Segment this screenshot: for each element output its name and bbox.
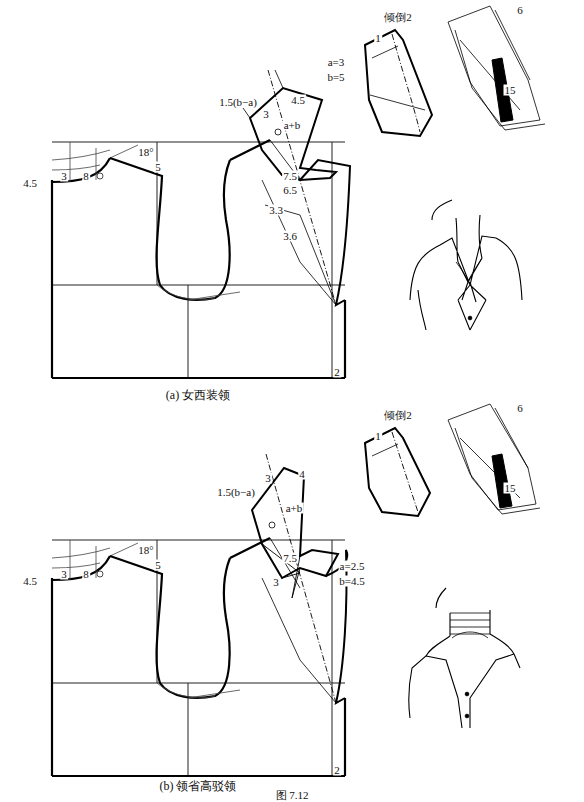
dimension-label: 6 (516, 5, 524, 16)
dimension-label: a+b (283, 120, 302, 131)
dimension-label: 6 (516, 403, 524, 414)
dimension-label: 7.5 (282, 171, 298, 182)
dimension-label: 4.5 (290, 95, 306, 106)
dimension-label: b=5 (326, 72, 345, 83)
dimension-label: 4.5 (22, 178, 38, 189)
dimension-label: a+b (285, 503, 304, 514)
dimension-label: 6.5 (282, 185, 298, 196)
dimension-label: 3 (272, 577, 280, 588)
dimension-label: a=2.5 (339, 561, 366, 572)
dimension-label: 3 (60, 171, 68, 182)
dimension-label: 3 (262, 109, 270, 120)
dimension-label: 15 (504, 483, 517, 494)
dimension-label: 倾倒2 (383, 12, 413, 23)
dimension-label: 18° (137, 147, 154, 158)
dimension-label: 4 (298, 469, 306, 480)
dimension-label: 15 (504, 85, 517, 96)
dimension-label: 1 (374, 33, 382, 44)
dimension-label: 3.3 (268, 205, 284, 216)
dimension-label: 1 (374, 431, 382, 442)
dimension-label: 2 (333, 367, 341, 378)
dimension-label: 4.5 (22, 576, 38, 587)
dimension-label: 3.6 (282, 231, 298, 242)
subfigure-label: (b) 领省高驳领 (159, 780, 238, 792)
dimension-label: 8 (82, 569, 90, 580)
dimension-label: 8 (82, 171, 90, 182)
dimension-label: 5 (154, 162, 162, 173)
dimension-label: 3 (264, 473, 272, 484)
dimension-label: 5 (154, 560, 162, 571)
dimension-label: 18° (137, 545, 154, 556)
figure-caption: 图 7.12 (275, 789, 310, 800)
dimension-label: a=3 (327, 57, 346, 68)
dimension-label: 2 (333, 765, 341, 776)
dimension-label: 1.5(b−a) (216, 487, 256, 498)
dimension-label: 3 (60, 569, 68, 580)
dimension-label: 7.5 (282, 553, 298, 564)
dimension-label: b=4.5 (338, 576, 365, 587)
subfigure-label: (a) 女西装领 (165, 389, 231, 401)
dimension-label: 1.5(b−a) (218, 97, 258, 108)
dimension-label: 倾倒2 (383, 410, 413, 421)
